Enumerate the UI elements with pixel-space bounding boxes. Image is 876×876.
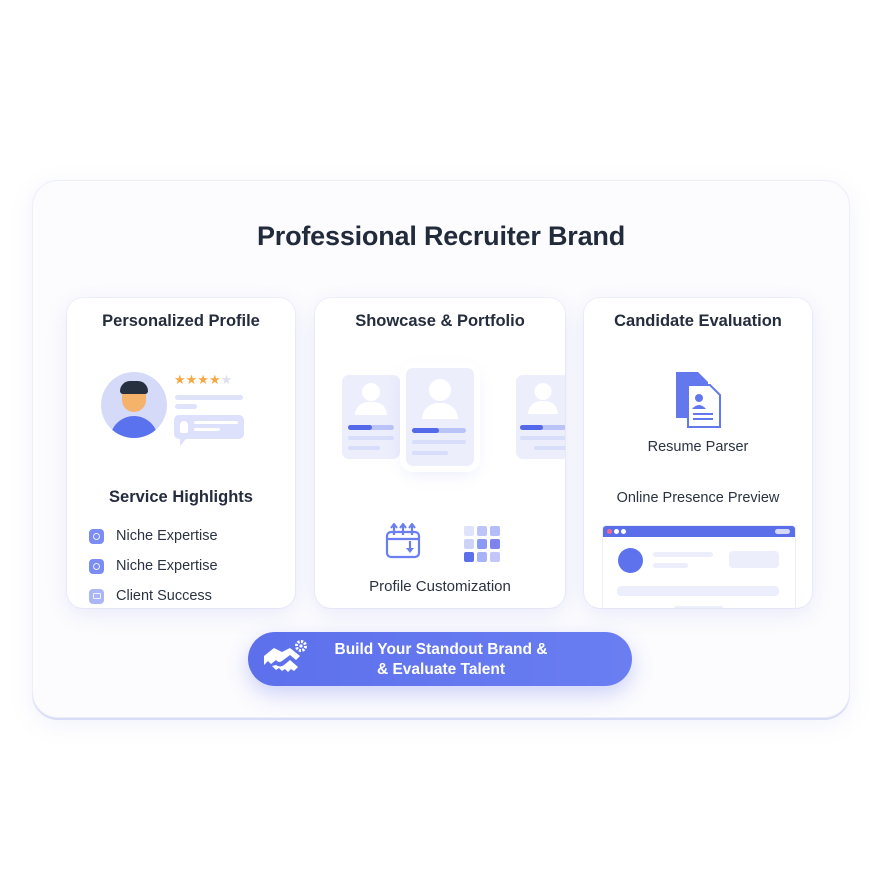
target-icon: [89, 528, 104, 544]
portfolio-card-left: [342, 375, 400, 459]
brand-panel: Professional Recruiter Brand Personalize…: [32, 180, 850, 718]
message-icon: [89, 588, 104, 604]
card-title: Personalized Profile: [102, 312, 260, 330]
color-grid-icon: [464, 526, 500, 562]
profile-customization-label: Profile Customization: [369, 578, 511, 595]
portfolio-card-featured: [406, 368, 474, 466]
calendar-upload-icon: [385, 523, 421, 559]
shield-icon: [89, 558, 104, 574]
browser-preview-mockup: [602, 525, 796, 608]
resume-document-icon: [676, 372, 721, 428]
handshake-gear-icon: [264, 640, 307, 672]
avatar: [101, 372, 167, 438]
service-highlights-heading: Service Highlights: [109, 488, 253, 506]
personalized-profile-card: Personalized Profile ★★★★★ Service Highl…: [67, 298, 295, 608]
service-item: Client Success: [89, 588, 212, 604]
online-presence-preview-label: Online Presence Preview: [616, 490, 780, 506]
page-title: Professional Recruiter Brand: [256, 221, 625, 251]
text-line-placeholder: [175, 395, 243, 400]
resume-parser-label: Resume Parser: [647, 439, 749, 455]
service-item: Niche Expertise: [89, 528, 218, 544]
service-item: Niche Expertise: [89, 558, 218, 574]
text-line-placeholder: [175, 404, 197, 409]
portfolio-card-right: [516, 375, 565, 459]
showcase-portfolio-card: Showcase & Portfolio: [315, 298, 565, 608]
cta-label[interactable]: Build Your Standout Brand & & Evaluate T…: [334, 641, 548, 678]
star-rating-icon: ★★★★★: [174, 372, 233, 387]
review-bubble-icon: [174, 415, 244, 446]
candidate-evaluation-card: Candidate Evaluation Resume Parser Onlin…: [584, 298, 812, 608]
card-title: Showcase & Portfolio: [355, 312, 525, 330]
build-brand-cta-button[interactable]: Build Your Standout Brand & & Evaluate T…: [248, 632, 632, 686]
avatar-placeholder: [618, 548, 643, 573]
card-title: Candidate Evaluation: [614, 312, 782, 330]
